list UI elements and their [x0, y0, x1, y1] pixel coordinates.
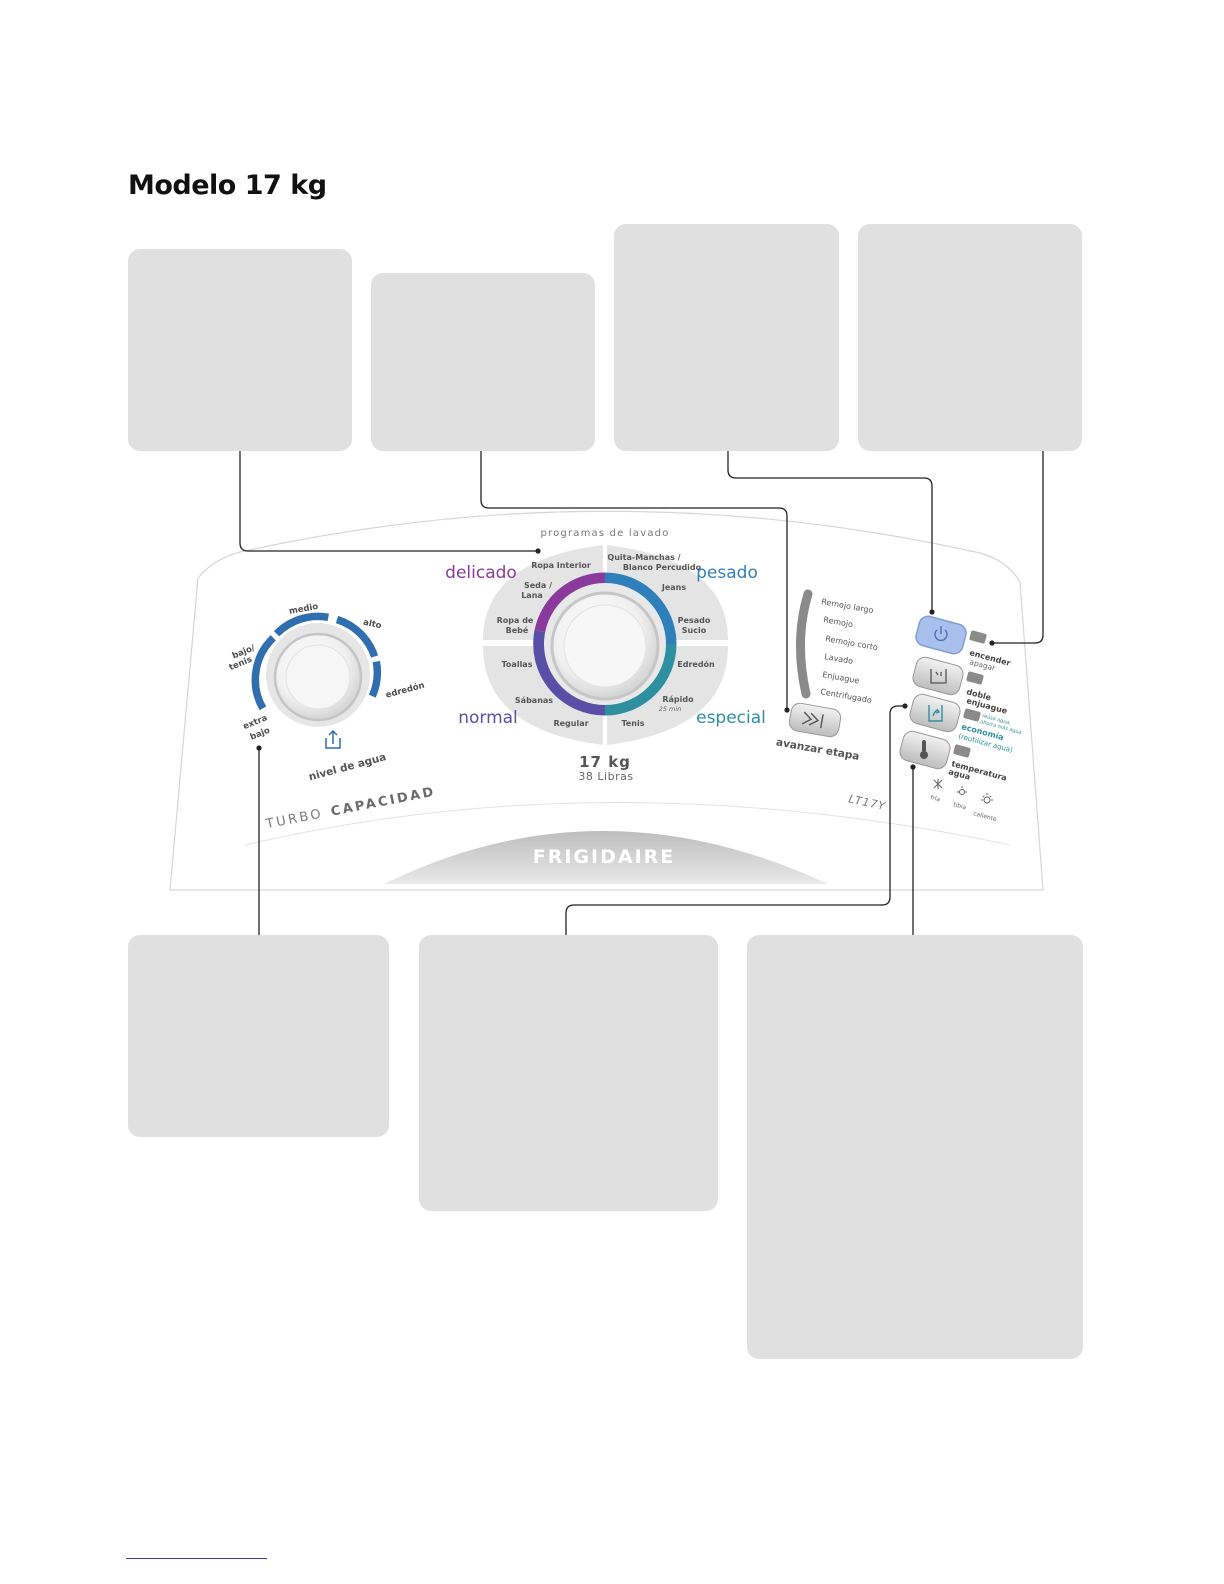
program-sucio: Sucio — [682, 626, 707, 635]
temperature-button[interactable] — [898, 729, 952, 770]
leader-programs — [239, 451, 538, 552]
group-especial: especial — [696, 708, 766, 728]
program-ropa-interior: Ropa Interior — [531, 561, 591, 570]
capacity-kg: 17 kg — [579, 753, 631, 771]
callout-economy — [419, 935, 718, 1211]
program-quita-manchas: Quita-Manchas / — [607, 553, 680, 562]
leader-lines — [239, 451, 1044, 935]
leader-advance — [480, 451, 788, 710]
double-rinse-icon — [930, 669, 947, 684]
footer-rule — [126, 1558, 267, 1559]
group-delicado: delicado — [445, 563, 517, 583]
program-sabanas: Sábanas — [515, 696, 553, 705]
program-rapido-time: 25 min — [659, 705, 682, 713]
program-bebe: Bebé — [506, 625, 529, 635]
double-rinse-button[interactable] — [911, 655, 965, 696]
group-normal: normal — [458, 708, 518, 728]
group-pesado: pesado — [696, 563, 758, 583]
program-jeans: Jeans — [661, 583, 686, 592]
thermometer-icon — [920, 740, 928, 759]
program-lana: Lana — [521, 591, 543, 600]
wash-program-dial[interactable] — [533, 572, 677, 716]
capacity-lb: 38 Libras — [578, 770, 633, 783]
program-blanco-percudido: Blanco Percudido — [623, 563, 702, 572]
temperature-indicator-led — [953, 744, 971, 758]
program-toallas: Toallas — [502, 660, 533, 669]
program-regular: Regular — [553, 719, 588, 728]
power-icon — [934, 626, 948, 642]
callout-power — [858, 224, 1082, 451]
water-level-knob[interactable] — [251, 612, 382, 727]
callout-temperature — [747, 935, 1083, 1359]
wash-programs-title: programas de lavado — [540, 528, 669, 539]
double-rinse-indicator-led — [966, 671, 984, 685]
skip-forward-icon — [801, 711, 824, 729]
leader-power — [992, 451, 1044, 644]
program-ropa-de: Ropa de — [497, 616, 534, 625]
economy-indicator-led — [963, 708, 981, 722]
program-seda: Seda / — [524, 581, 552, 590]
water-level-icon — [325, 729, 341, 749]
page-title: Modelo 17 kg — [128, 170, 327, 201]
panel-accent-curve — [244, 802, 1011, 846]
callout-cycle-advance — [614, 224, 839, 451]
economy-button[interactable] — [908, 692, 962, 733]
program-edredon: Edredón — [677, 659, 715, 669]
leader-dots — [256, 548, 995, 770]
temp-option-tibia: tibia — [952, 801, 967, 811]
hot-icon — [981, 793, 993, 804]
brand-band — [384, 831, 828, 884]
power-button[interactable] — [914, 614, 968, 655]
callout-wash-programs — [371, 273, 595, 451]
callout-water-level — [128, 249, 352, 451]
level-label-alto: alto — [362, 618, 382, 632]
warm-icon — [957, 786, 967, 795]
temp-option-fria: fría — [929, 794, 941, 803]
cycle-progress-bar — [795, 589, 813, 699]
cold-icon — [933, 779, 943, 789]
leader-buttons — [727, 451, 933, 612]
program-rapido: Rápido — [662, 695, 694, 704]
water-reuse-icon — [928, 705, 943, 722]
advance-step-button[interactable] — [788, 702, 842, 738]
leader-economy — [565, 705, 905, 935]
program-pesado: Pesado — [678, 616, 711, 625]
callout-water-level-select — [128, 935, 389, 1137]
program-tenis: Tenis — [621, 719, 644, 728]
power-indicator-led — [969, 630, 987, 644]
brand-logo: FRIGIDAIRE — [533, 846, 676, 868]
